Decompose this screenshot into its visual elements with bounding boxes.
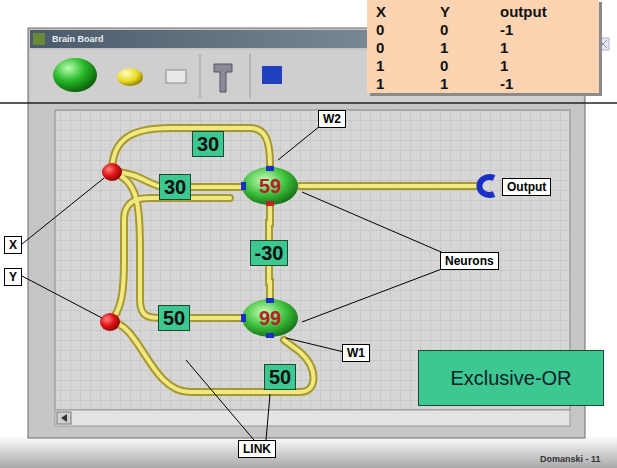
link-wire xyxy=(269,206,270,240)
neuron: 59 xyxy=(241,166,299,206)
node-text: 30 xyxy=(164,176,186,198)
input-x-dot xyxy=(102,163,122,181)
neuron-value: 99 xyxy=(259,307,281,329)
node-text: 50 xyxy=(163,307,185,329)
node-text: Exclusive-OR xyxy=(450,367,571,389)
table-cell: 1 xyxy=(500,39,508,56)
window-title: Brain Board xyxy=(52,34,104,44)
input-y-dot xyxy=(100,313,120,331)
neuron-value: 59 xyxy=(259,175,281,197)
table-cell: 0 xyxy=(376,39,384,56)
table-cell: -1 xyxy=(500,75,513,92)
callout-label: W2 xyxy=(318,110,346,128)
table-header: Y xyxy=(440,3,450,20)
weight-box: -30 xyxy=(250,240,289,266)
table-header: X xyxy=(376,3,386,20)
table-header: output xyxy=(500,3,547,20)
table-cell: -1 xyxy=(500,21,513,38)
leader-lines xyxy=(22,126,455,440)
table-cell: 1 xyxy=(500,57,508,74)
weight-box: 50 xyxy=(158,305,190,331)
weight-box: 30 xyxy=(192,131,224,157)
node-text: 50 xyxy=(269,366,291,388)
table-cell: 1 xyxy=(376,75,384,92)
table-cell: 1 xyxy=(440,39,448,56)
weight-box: 30 xyxy=(159,174,191,200)
slide-footer: Domanski - 11 xyxy=(540,454,601,464)
callout-label: Y xyxy=(4,268,22,286)
table-cell: 1 xyxy=(440,75,448,92)
callout-label: Output xyxy=(502,178,551,196)
callout-label: LINK xyxy=(238,440,276,458)
title-box: Exclusive-OR xyxy=(418,350,604,406)
node-text: 30 xyxy=(197,133,219,155)
table-cell: 0 xyxy=(440,21,448,38)
callout-label: Neurons xyxy=(440,252,499,270)
link-wire xyxy=(269,266,270,298)
callout-label: X xyxy=(4,236,22,254)
table-cell: 1 xyxy=(376,57,384,74)
weight-box: 50 xyxy=(264,364,296,390)
table-cell: 0 xyxy=(376,21,384,38)
node-text: -30 xyxy=(255,242,284,264)
callout-label: W1 xyxy=(342,344,370,362)
output-terminal xyxy=(479,177,494,195)
neuron: 99 xyxy=(241,298,299,338)
table-cell: 0 xyxy=(440,57,448,74)
